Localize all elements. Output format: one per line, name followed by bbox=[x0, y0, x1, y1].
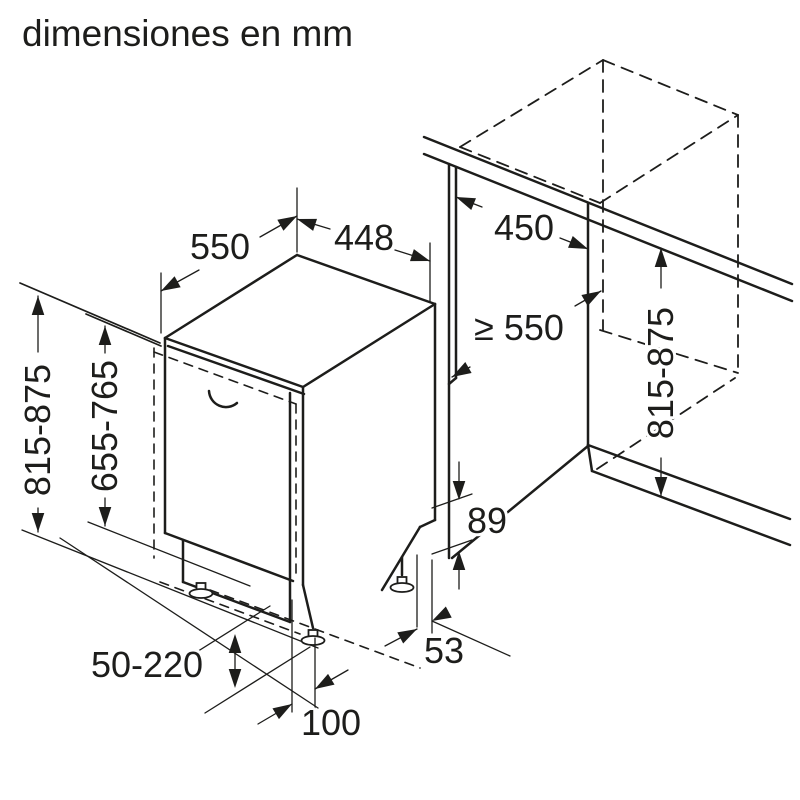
dim-label-rear-base-depth: 53 bbox=[424, 630, 464, 671]
floor-lines bbox=[21, 521, 319, 709]
countertop-lines bbox=[19, 135, 794, 347]
side-panel-outline bbox=[447, 162, 590, 560]
dimension-arrowheads bbox=[31, 197, 668, 720]
adjustable-feet bbox=[188, 576, 415, 646]
dim-label-rear-base-height: 89 bbox=[467, 500, 507, 541]
dimension-lines bbox=[37, 196, 662, 670]
door-handle bbox=[207, 389, 239, 409]
dim-label-niche-depth: ≥ 550 bbox=[474, 307, 564, 348]
plinth-strip bbox=[586, 443, 792, 547]
dim-label-door-panel-height: 655-765 bbox=[84, 360, 125, 492]
niche-dashed-outline bbox=[459, 59, 739, 470]
appliance-hidden-lines bbox=[153, 347, 421, 669]
dim-label-plinth-height-range: 50-220 bbox=[91, 644, 203, 685]
dishwasher-outline bbox=[163, 253, 437, 630]
dim-label-plinth-recess-depth: 100 bbox=[301, 702, 361, 743]
dim-label-niche-height-right: 815-875 bbox=[640, 307, 681, 439]
dim-label-niche-height-left: 815-875 bbox=[17, 364, 58, 496]
page-title: dimensiones en mm bbox=[22, 13, 353, 54]
dim-label-door-width: 448 bbox=[334, 217, 394, 258]
labels: dimensiones en mm 550 448 450 ≥ 550 815-… bbox=[14, 10, 684, 746]
dim-label-top-depth: 550 bbox=[190, 226, 250, 267]
dim-label-niche-width: 450 bbox=[494, 207, 554, 248]
